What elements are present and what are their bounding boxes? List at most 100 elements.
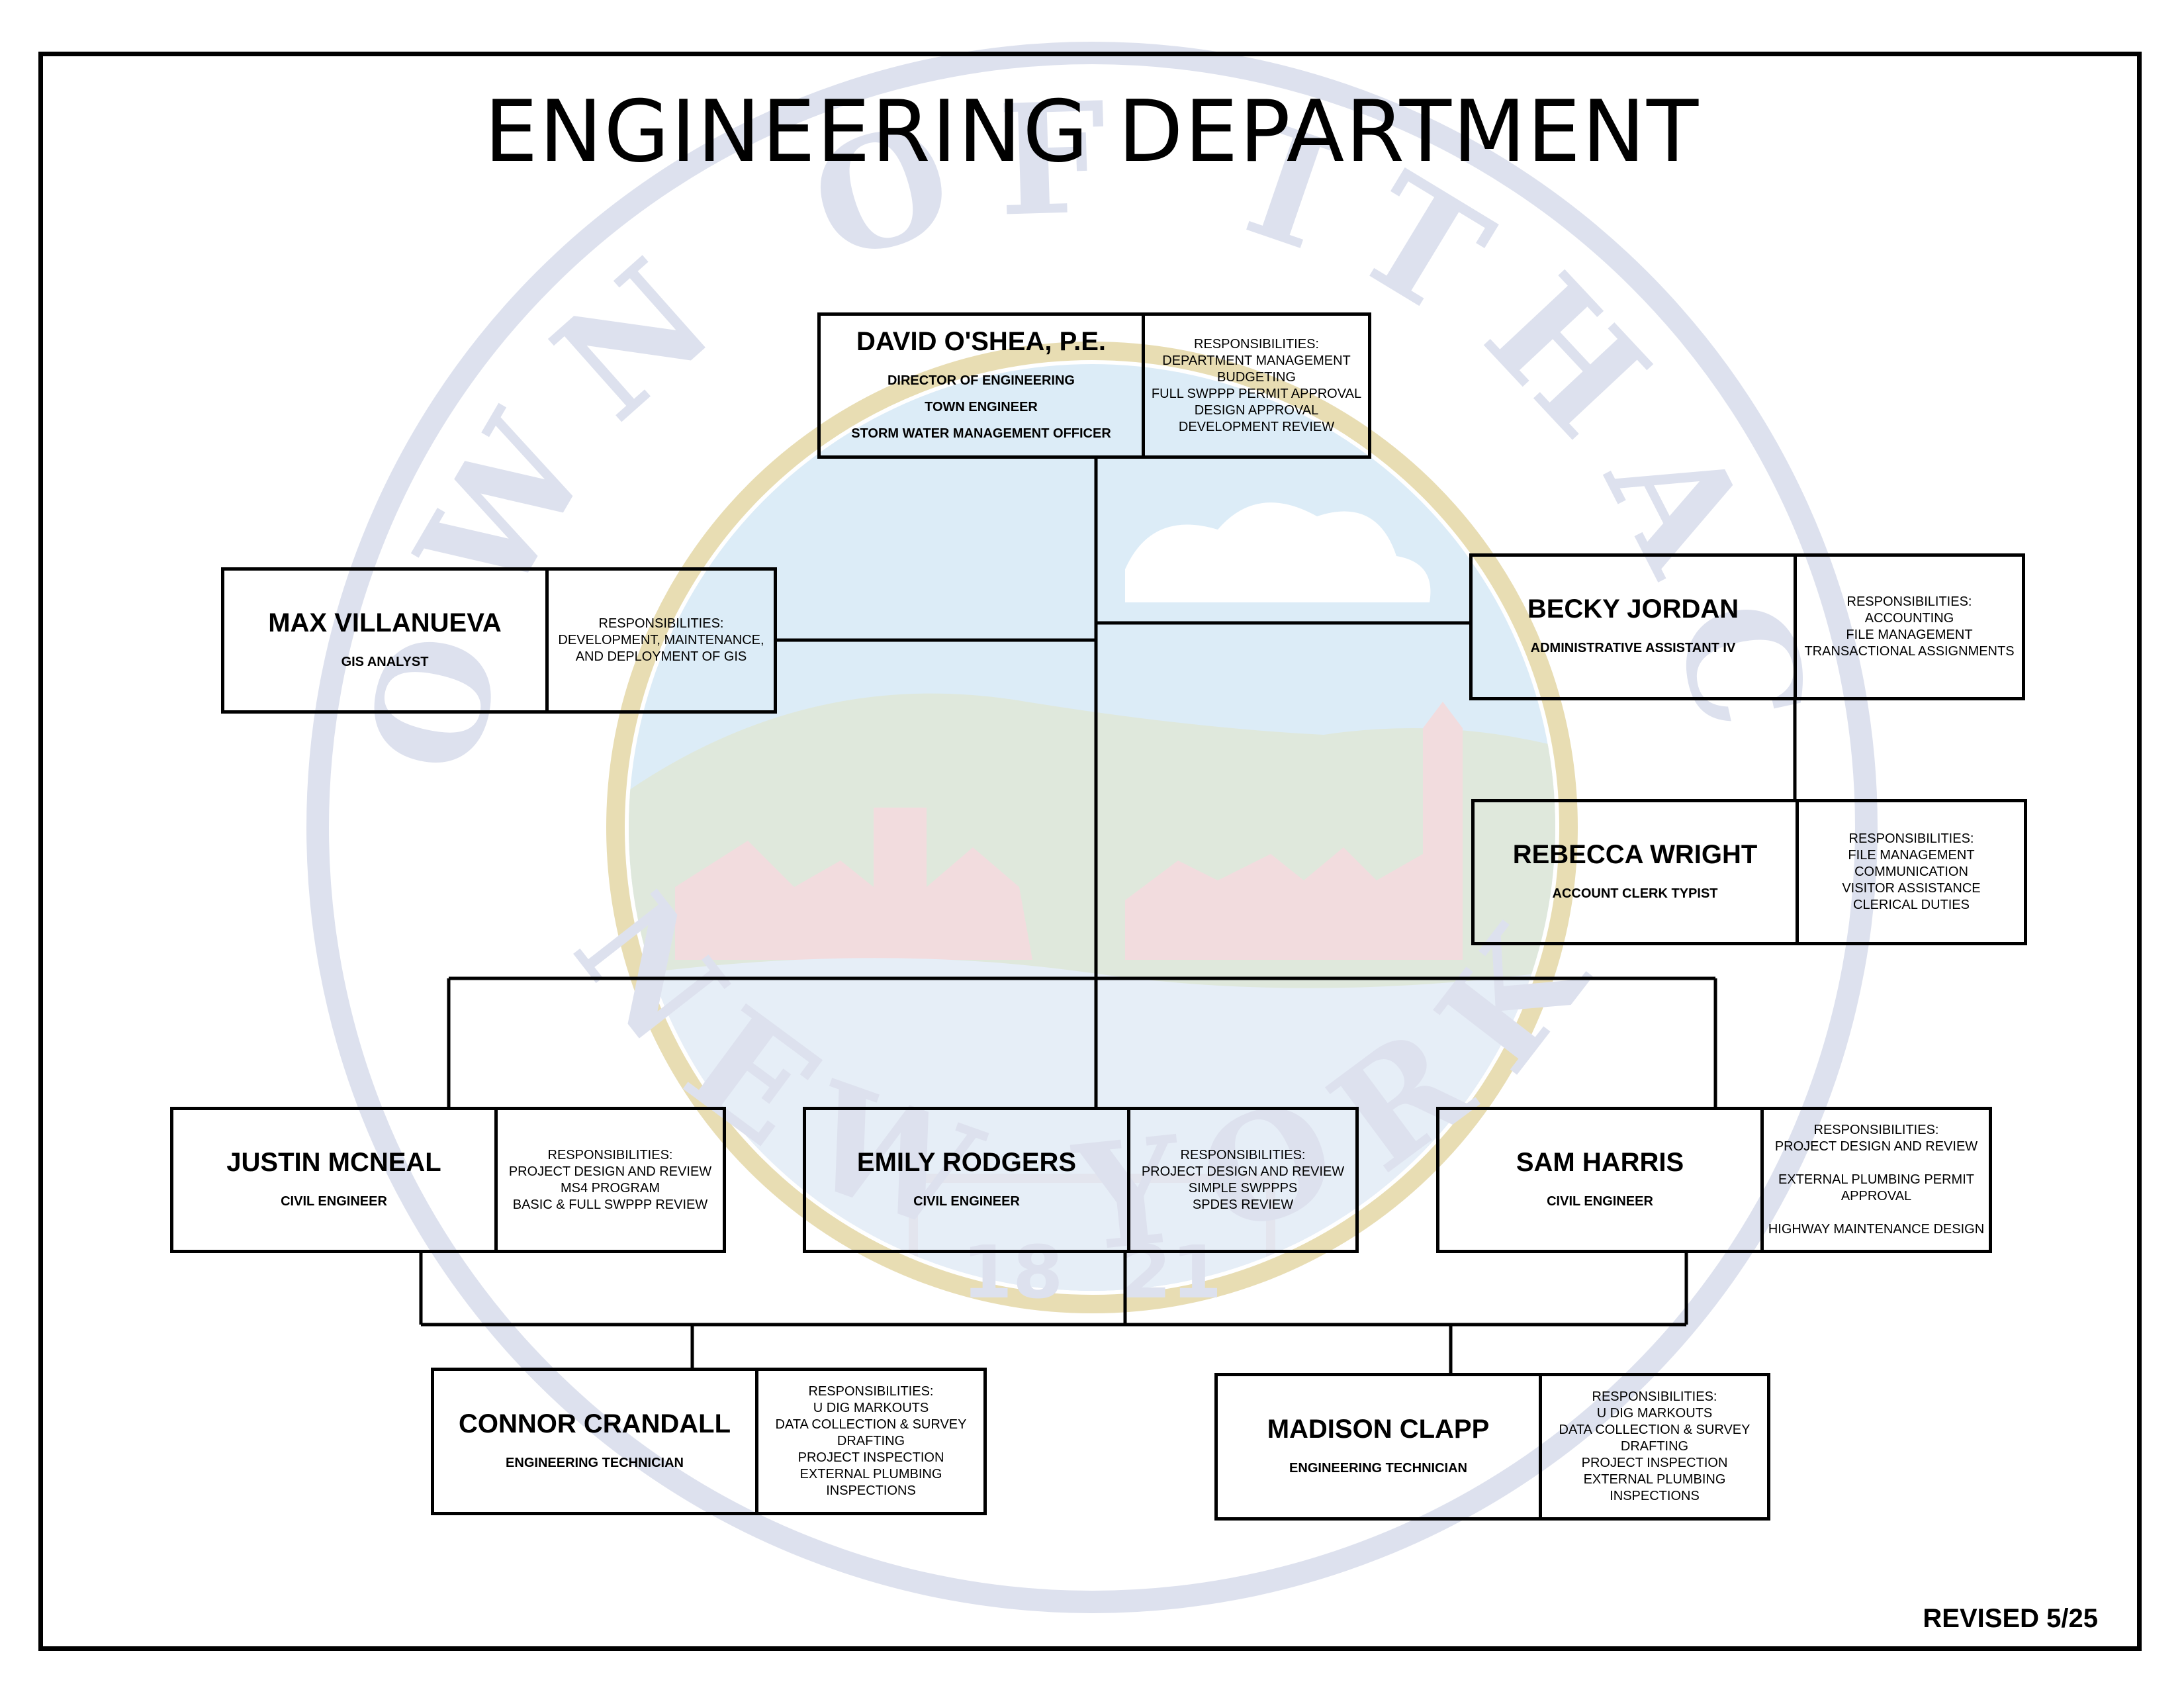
staff-title: CIVIL ENGINEER [1547,1194,1653,1209]
responsibility-item: DEVELOPMENT REVIEW [1178,419,1335,434]
responsibility-item: U DIG MARKOUTS [813,1401,929,1415]
responsibility-item: TRANSACTIONAL ASSIGNMENTS [1804,644,2015,659]
staff-box-david-oshea: DAVID O'SHEA, P.E. DIRECTOR OF ENGINEERIN… [817,312,1371,459]
responsibility-item: EXTERNAL PLUMBING [1583,1472,1726,1487]
responsibility-item: INSPECTIONS [826,1483,916,1498]
staff-name: DAVID O'SHEA, P.E. [856,326,1106,356]
responsibility-item: FULL SWPPP PERMIT APPROVAL [1151,386,1362,401]
staff-title: ENGINEERING TECHNICIAN [1289,1460,1467,1476]
staff-box-sam-harris: SAM HARRIS CIVIL ENGINEER RESPONSIBILITIES… [1436,1107,1992,1253]
responsibility-item: EXTERNAL PLUMBING PERMIT [1778,1172,1974,1187]
staff-name-panel: CONNOR CRANDALL ENGINEERING TECHNICIAN [434,1371,758,1512]
responsibility-item: FILE MANAGEMENT [1846,628,1973,642]
responsibility-item: MS4 PROGRAM [560,1180,660,1196]
responsibilities-heading: RESPONSIBILITIES: [1180,1147,1306,1162]
staff-name-panel: MAX VILLANUEVA GIS ANALYST [224,571,549,710]
staff-titles: CIVIL ENGINEER [913,1188,1020,1215]
seal-book [909,1174,1275,1291]
responsibility-item: INSPECTIONS [1610,1489,1700,1503]
responsibilities-panel: RESPONSIBILITIES: PROJECT DESIGN AND REVI… [1130,1110,1355,1250]
seal-year-right: 21 [1120,1230,1222,1315]
staff-box-emily-rodgers: EMILY RODGERS CIVIL ENGINEER RESPONSIBILIT… [803,1107,1359,1253]
staff-box-max-villanueva: MAX VILLANUEVA GIS ANALYST RESPONSIBILITIE… [221,567,777,714]
staff-name: MADISON CLAPP [1267,1414,1490,1444]
staff-name-panel: MADISON CLAPP ENGINEERING TECHNICIAN [1218,1376,1542,1517]
responsibilities-heading: RESPONSIBILITIES: [598,616,724,631]
staff-name-panel: EMILY RODGERS CIVIL ENGINEER [806,1110,1130,1250]
seal-barn [675,808,1032,960]
staff-name: BECKY JORDAN [1527,594,1739,624]
responsibilities-heading: RESPONSIBILITIES: [1592,1389,1717,1404]
responsibilities-panel: RESPONSIBILITIES: DEVELOPMENT, MAINTENANC… [549,571,774,710]
staff-title: CIVIL ENGINEER [281,1194,387,1209]
responsibility-item: BUDGETING [1217,369,1296,385]
staff-box-becky-jordan: BECKY JORDAN ADMINISTRATIVE ASSISTANT IV R… [1469,553,2025,700]
responsibility-item: SPDES REVIEW [1192,1197,1294,1212]
responsibility-item: PROJECT DESIGN AND REVIEW [1774,1139,1978,1154]
staff-titles: DIRECTOR OF ENGINEERING TOWN ENGINEER STOR… [851,367,1111,447]
responsibility-item: DESIGN APPROVAL [1194,402,1319,418]
responsibilities-panel: RESPONSIBILITIES:PROJECT DESIGN AND REVI… [1764,1110,1989,1250]
responsibility-item: DEVELOPMENT, MAINTENANCE, [558,633,764,647]
staff-title: ADMINISTRATIVE ASSISTANT IV [1530,641,1736,655]
responsibility-item: VISITOR ASSISTANCE [1842,881,1981,896]
staff-titles: CIVIL ENGINEER [1547,1188,1653,1215]
responsibility-item: PROJECT DESIGN AND REVIEW [1141,1164,1345,1179]
responsibility-item: DATA COLLECTION & SURVEY [1559,1423,1751,1437]
staff-titles: ENGINEERING TECHNICIAN [506,1450,684,1476]
responsibility-item: APPROVAL [1841,1189,1912,1203]
staff-titles: ACCOUNT CLERK TYPIST [1553,880,1718,907]
responsibilities-heading: RESPONSIBILITIES: [808,1384,934,1399]
responsibilities-panel: RESPONSIBILITIES: FILE MANAGEMENT COMMUNIC… [1799,802,2024,942]
staff-name: REBECCA WRIGHT [1512,839,1758,869]
staff-box-madison-clapp: MADISON CLAPP ENGINEERING TECHNICIAN RESPO… [1214,1373,1770,1521]
page-title: ENGINEERING DEPARTMENT [484,83,1700,181]
staff-title: GIS ANALYST [341,654,429,669]
responsibility-item: FILE MANAGEMENT [1848,848,1975,863]
staff-name: CONNOR CRANDALL [458,1409,731,1438]
responsibility-item: DATA COLLECTION & SURVEY [775,1417,967,1432]
responsibilities-heading: RESPONSIBILITIES: [1194,336,1319,352]
staff-title: ACCOUNT CLERK TYPIST [1552,886,1718,901]
responsibility-item: SIMPLE SWPPPS [1188,1180,1298,1196]
revised-date: REVISED 5/25 [1923,1604,2098,1633]
responsibility-item: PROJECT INSPECTION [1581,1456,1728,1470]
staff-title: STORM WATER MANAGEMENT OFFICER [851,426,1111,441]
seal-buildings [1125,702,1463,960]
seal-inner-ring [606,342,1578,1313]
responsibility-item: U DIG MARKOUTS [1596,1406,1713,1421]
responsibilities-panel: RESPONSIBILITIES: PROJECT DESIGN AND REVI… [498,1110,723,1250]
responsibility-item: PROJECT DESIGN AND REVIEW [508,1164,712,1179]
responsibility-item: DEPARTMENT MANAGEMENT [1162,353,1351,368]
staff-titles: GIS ANALYST [341,649,429,675]
staff-box-rebecca-wright: REBECCA WRIGHT ACCOUNT CLERK TYPIST RESPON… [1471,799,2027,945]
responsibility-item: EXTERNAL PLUMBING [799,1467,942,1481]
responsibility-item: ACCOUNTING [1864,611,1954,626]
staff-title: DIRECTOR OF ENGINEERING [887,373,1075,388]
responsibilities-heading: RESPONSIBILITIES: [547,1147,673,1162]
staff-titles: ADMINISTRATIVE ASSISTANT IV [1531,635,1736,661]
staff-name-panel: REBECCA WRIGHT ACCOUNT CLERK TYPIST [1475,802,1799,942]
staff-name-panel: DAVID O'SHEA, P.E. DIRECTOR OF ENGINEERIN… [821,316,1145,455]
responsibilities-panel: RESPONSIBILITIES: ACCOUNTING FILE MANAGEME… [1797,557,2022,697]
responsibility-item: DRAFTING [1620,1439,1689,1454]
staff-title: TOWN ENGINEER [925,399,1038,414]
seal-year-left: 18 [962,1230,1063,1315]
seal-cloud [1125,502,1431,602]
staff-name-panel: BECKY JORDAN ADMINISTRATIVE ASSISTANT IV [1473,557,1797,697]
staff-name: JUSTIN MCNEAL [226,1147,441,1177]
staff-name: MAX VILLANUEVA [268,608,502,637]
staff-title: ENGINEERING TECHNICIAN [506,1455,684,1470]
responsibilities-heading: RESPONSIBILITIES: [1848,831,1974,846]
staff-name: SAM HARRIS [1516,1147,1684,1177]
staff-name: EMILY RODGERS [856,1147,1077,1177]
responsibility-item: COMMUNICATION [1854,865,1968,879]
responsibility-item: CLERICAL DUTIES [1853,898,1970,912]
responsibilities-heading: RESPONSIBILITIES: [1846,594,1972,609]
responsibility-item: AND DEPLOYMENT OF GIS [575,649,747,664]
page-border [38,52,2142,1651]
staff-titles: CIVIL ENGINEER [281,1188,387,1215]
